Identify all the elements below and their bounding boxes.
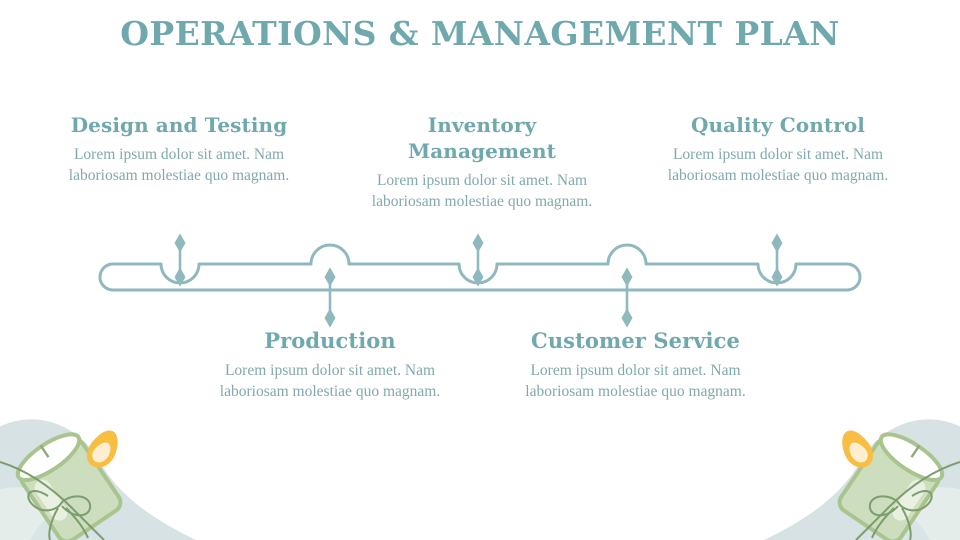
timeline-item-inventory-heading: Inventory Management	[408, 113, 556, 163]
timeline-item-quality-heading: Quality Control	[691, 113, 865, 137]
page-title: OPERATIONS & MANAGEMENT PLAN	[120, 14, 840, 53]
timeline-item-customer-body: Lorem ipsum dolor sit amet. Nam laborios…	[525, 362, 746, 400]
connector-arrow-customer	[621, 267, 633, 328]
timeline-item-design-body: Lorem ipsum dolor sit amet. Nam laborios…	[68, 146, 290, 184]
connector-arrow-inventory	[472, 233, 484, 287]
timeline-item-production[interactable]: Production Lorem ipsum dolor sit amet. N…	[214, 328, 446, 402]
connector-arrow-design	[174, 233, 186, 287]
connector-arrow-quality	[771, 233, 783, 287]
timeline-item-quality[interactable]: Quality Control Lorem ipsum dolor sit am…	[662, 112, 894, 186]
timeline-item-inventory[interactable]: Inventory Management Lorem ipsum dolor s…	[366, 112, 598, 212]
timeline-item-inventory-body: Lorem ipsum dolor sit amet. Nam laborios…	[371, 172, 593, 210]
connector-arrow-production	[324, 267, 336, 328]
timeline-item-customer[interactable]: Customer Service Lorem ipsum dolor sit a…	[513, 328, 758, 402]
timeline-item-design[interactable]: Design and Testing Lorem ipsum dolor sit…	[63, 112, 295, 186]
timeline-item-production-body: Lorem ipsum dolor sit amet. Nam laborios…	[219, 362, 441, 400]
timeline-item-design-heading: Design and Testing	[70, 113, 288, 137]
timeline-item-production-heading: Production	[264, 328, 396, 353]
timeline-bar	[98, 243, 862, 292]
timeline-item-customer-heading: Customer Service	[531, 328, 740, 353]
timeline-item-quality-body: Lorem ipsum dolor sit amet. Nam laborios…	[667, 146, 889, 184]
